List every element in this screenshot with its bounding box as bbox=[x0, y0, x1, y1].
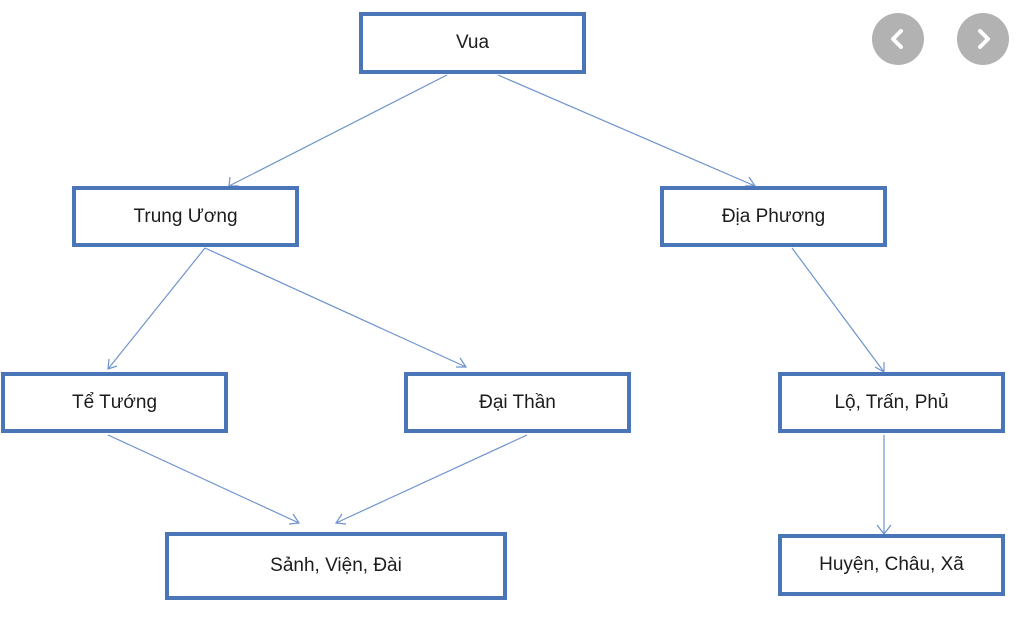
node-label-trung-uong: Trung Ương bbox=[133, 205, 238, 227]
arrowhead-dai-than bbox=[456, 357, 468, 368]
node-te-tuong: Tể Tướng bbox=[1, 372, 228, 433]
chevron-left-icon bbox=[891, 29, 903, 49]
node-dai-than: Đại Thần bbox=[404, 372, 631, 433]
node-label-lo-tran-phu: Lộ, Trấn, Phủ bbox=[834, 391, 949, 413]
node-label-huyen-chau-xa: Huyện, Châu, Xã bbox=[819, 554, 964, 575]
connector-vua-trung-uong bbox=[228, 74, 448, 187]
node-label-dai-than: Đại Thần bbox=[479, 391, 556, 413]
node-huyen-chau-xa: Huyện, Châu, Xã bbox=[778, 534, 1005, 596]
arrowhead-sanh-right bbox=[334, 513, 347, 525]
connector-te-tuong-sanh bbox=[107, 434, 300, 524]
node-vua: Vua bbox=[359, 12, 586, 74]
arrowhead-te-tuong bbox=[107, 358, 118, 370]
arrowhead-sanh-left bbox=[288, 513, 301, 525]
node-label-dia-phuong: Địa Phương bbox=[721, 205, 826, 227]
chevron-right-icon bbox=[978, 29, 990, 49]
node-label-te-tuong: Tể Tướng bbox=[71, 391, 158, 413]
node-label-vua: Vua bbox=[455, 32, 490, 53]
node-dia-phuong: Địa Phương bbox=[660, 186, 887, 247]
arrowhead-dia-phuong bbox=[745, 176, 757, 187]
node-label-sanh-vien-dai: Sảnh, Viện, Đài bbox=[270, 555, 402, 576]
connector-vua-dia-phuong bbox=[497, 74, 756, 187]
next-button[interactable] bbox=[957, 13, 1009, 65]
previous-button[interactable] bbox=[872, 13, 924, 65]
connector-dai-than-sanh bbox=[335, 434, 528, 524]
node-trung-uong: Trung Ương bbox=[72, 186, 299, 247]
connector-dia-phuong-lo-tran-phu bbox=[791, 247, 885, 373]
node-sanh-vien-dai: Sảnh, Viện, Đài bbox=[165, 532, 507, 600]
node-lo-tran-phu: Lộ, Trấn, Phủ bbox=[778, 372, 1005, 433]
connector-trung-uong-dai-than bbox=[204, 247, 467, 368]
connector-trung-uong-te-tuong bbox=[107, 247, 206, 370]
